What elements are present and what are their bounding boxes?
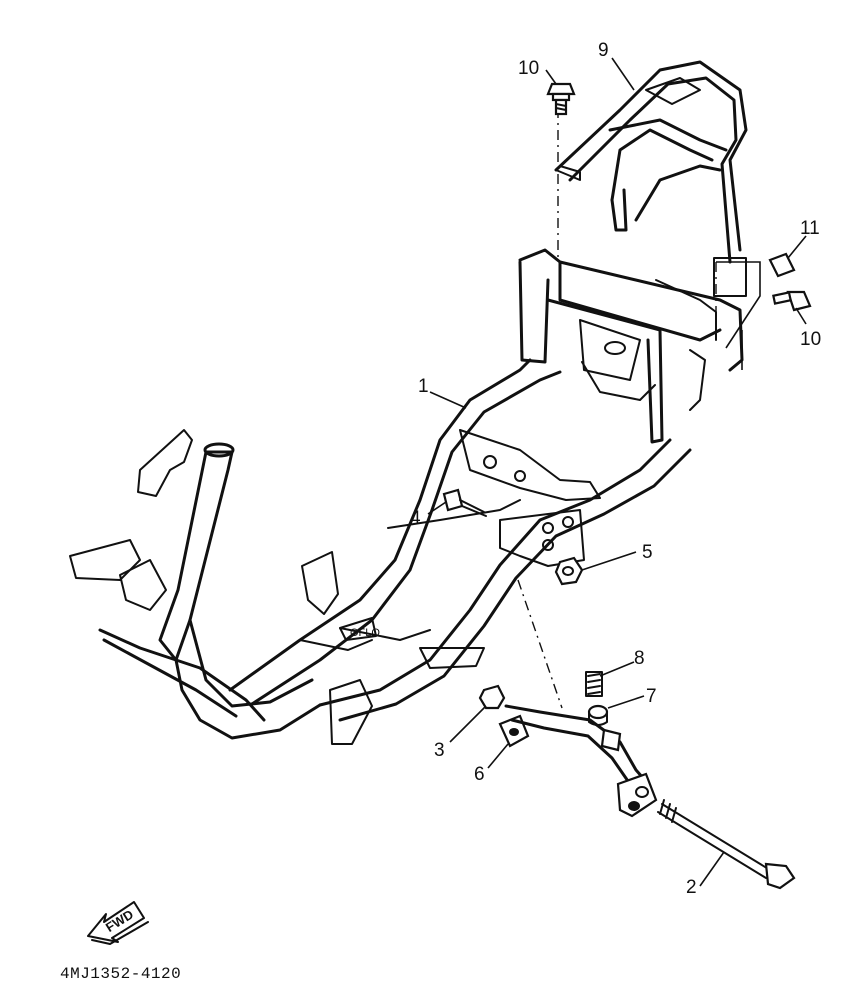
frame-stamp: OFLO [350,627,380,639]
spring-8 [585,671,603,697]
nut-5 [554,556,584,586]
callout-carrier-9: 9 [598,40,609,61]
nut-3 [478,684,506,710]
bolt-10-right [772,290,812,312]
callout-nut-5: 5 [642,542,653,563]
side-stand [504,704,658,818]
bolt-4 [442,488,487,517]
callout-bolt-4: 4 [410,508,421,529]
fwd-arrow-icon: FWD [87,901,149,945]
callout-bolt-10-right: 10 [800,329,821,350]
callout-collar-7: 7 [646,686,657,707]
leader-lines [427,57,807,887]
callout-spring-8: 8 [634,648,645,669]
frame-assembly: OFLO [69,248,747,745]
cap-11 [768,252,796,278]
callouts: 1 2 3 4 5 6 7 8 9 10 10 11 [410,40,821,898]
callout-nut-3: 3 [434,740,445,761]
alignment-lines [517,108,761,709]
stand-shaft-2 [657,799,796,890]
callout-stand-shaft: 2 [686,877,697,898]
callout-bushing-6: 6 [474,764,485,785]
bolt-10-top [546,82,576,116]
callout-frame: 1 [418,376,429,397]
callout-cap-11: 11 [800,218,820,239]
diagram-code: 4MJ1352-4120 [60,965,181,983]
rear-carrier [554,60,748,264]
callout-bolt-10-top: 10 [518,58,539,79]
